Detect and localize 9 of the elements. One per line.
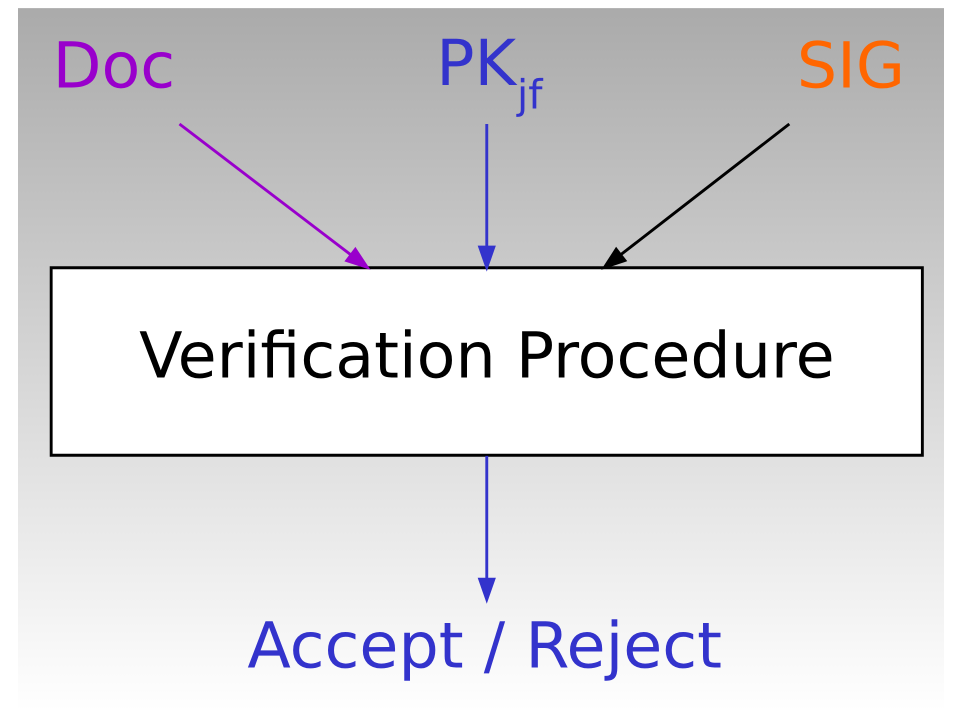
arrow: [477, 456, 496, 604]
node-box: Verification Procedure: [49, 266, 924, 457]
arrow: [600, 122, 790, 270]
arrow: [178, 122, 370, 270]
arrow: [477, 124, 496, 272]
node-text: Accept / Reject: [246, 608, 722, 683]
node-text: PK$_{jf}$: [436, 26, 542, 118]
node-text: Doc: [52, 28, 175, 103]
node-text: SIG: [796, 28, 905, 103]
